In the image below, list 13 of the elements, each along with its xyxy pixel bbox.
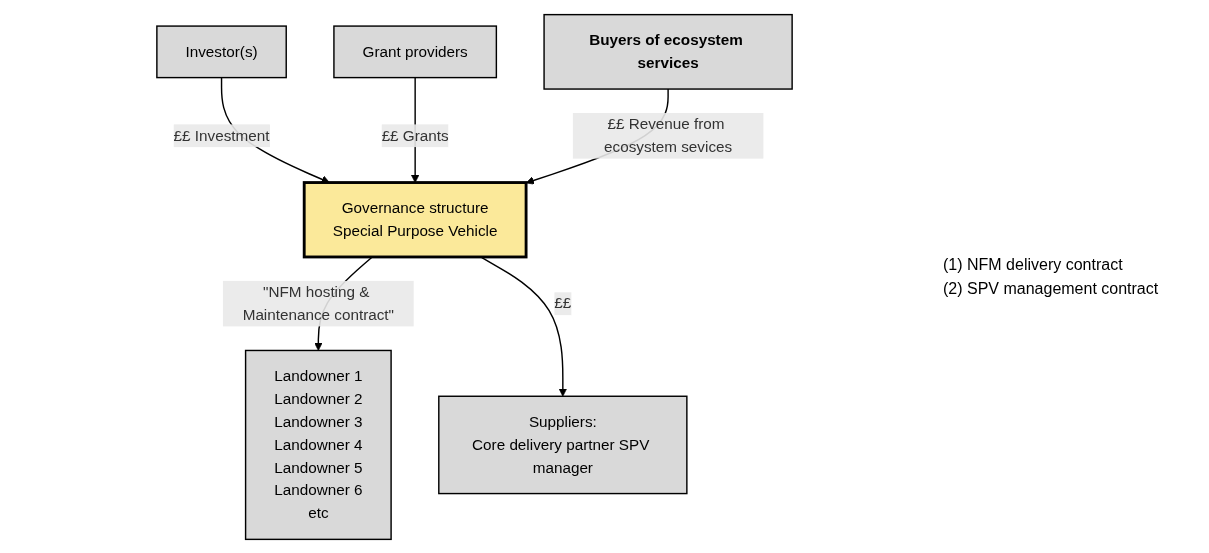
node-box: Buyers of ecosystem services — [543, 13, 793, 90]
edge-label: ££ Investment — [173, 126, 270, 143]
node-box: Suppliers: Core delivery partner SPV manager — [438, 395, 688, 494]
edge-label: ££ Revenue from ecosystem sevices — [604, 115, 733, 155]
note-text: (1) NFM delivery contract — [943, 255, 1124, 274]
node-box: Grant providers — [333, 24, 498, 78]
edge-label: ££ — [554, 294, 572, 311]
edge-label: "NFM hosting & Maintenance contract" — [242, 283, 395, 323]
edge-label: ££ Grants — [381, 126, 449, 143]
note-text: (2) SPV management contract — [943, 279, 1160, 298]
node-box: Landowner 1 Landowner 2 Landowner 3 Landowner 4 Landowner 5 Landowner 6 etc — [244, 349, 392, 540]
node-box: Investor(s) — [156, 24, 287, 78]
node-box: Governance structure Special Purpose Vehicle — [302, 180, 528, 258]
